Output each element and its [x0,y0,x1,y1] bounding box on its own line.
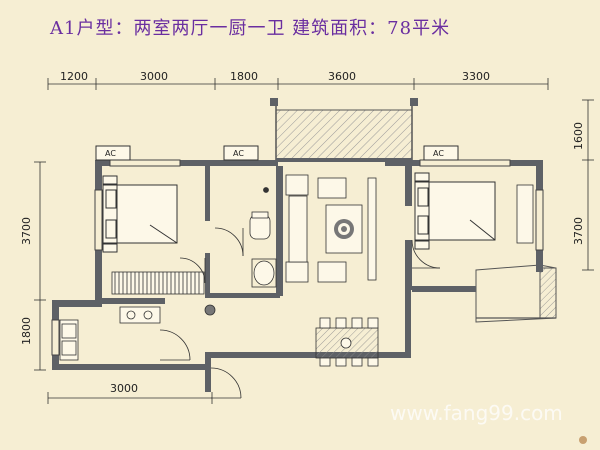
dining-table-set [315,317,379,367]
bathroom-door [214,227,244,257]
watermark-logo-icon [579,436,587,444]
top-dimension-line [47,78,549,90]
ac-label-left: AC [105,149,116,158]
dim-left-1: 3700 [20,217,33,245]
windows [51,159,544,356]
right-bedroom-wardrobe [516,184,534,244]
ac-label-right: AC [433,149,444,158]
ac-unit-left [95,145,131,161]
left-bedroom-bed [102,175,178,253]
dim-left-2: 1800 [20,317,33,345]
dim-top-1: 1200 [60,70,88,83]
kitchen-counter [59,304,216,361]
ac-label-middle: AC [233,149,244,158]
right-dimension-line [582,99,594,271]
right-bedroom-bed [414,172,496,250]
ac-unit-middle [223,145,259,161]
left-bedroom-wardrobe [111,271,205,295]
kitchen-door [159,329,191,361]
dim-bottom: 3000 [110,382,138,395]
left-dimension-line [34,161,46,371]
living-sofa-set [285,174,377,283]
left-bedroom-door [179,257,206,284]
entry-door [210,367,242,399]
dim-top-4: 3600 [328,70,356,83]
dim-top-5: 3300 [462,70,490,83]
front-balcony [270,98,418,161]
right-balcony [475,264,557,323]
living-plant-ornament [334,219,354,239]
dim-right-2: 3700 [572,217,585,245]
bathroom-fixtures [249,187,277,288]
watermark: www.fang99.com [390,401,563,425]
ac-unit-right [423,145,459,161]
right-bedroom-door [411,239,441,269]
dim-right-1: 1600 [572,122,585,150]
dim-top-2: 3000 [140,70,168,83]
plan-title: A1户型：两室两厅一厨一卫 建筑面积：78平米 [50,18,451,39]
dim-top-3: 1800 [230,70,258,83]
